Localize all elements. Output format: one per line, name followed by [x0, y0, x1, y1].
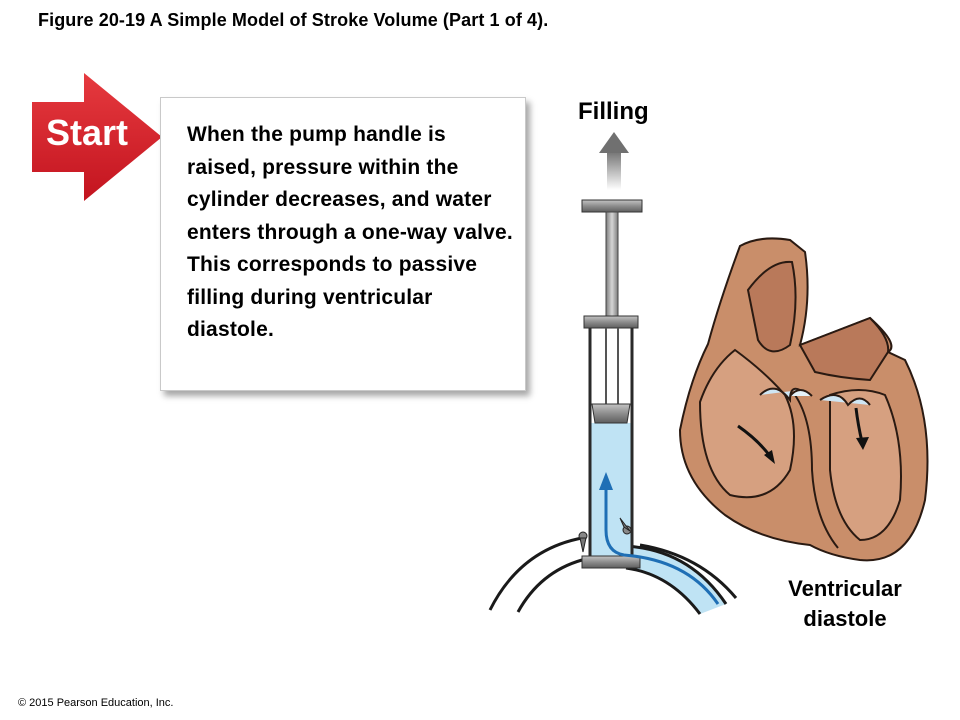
cylinder-cap — [583, 315, 639, 329]
pump-handle — [581, 199, 643, 317]
water-flow-arrow-icon — [599, 472, 720, 605]
filling-label: Filling — [578, 98, 649, 125]
description-text: When the pump handle is raised, pressure… — [187, 123, 513, 341]
start-arrow-icon — [32, 73, 162, 201]
filling-arrow-icon — [599, 132, 629, 190]
heart-illustration — [678, 237, 929, 562]
one-way-valve — [578, 517, 632, 553]
figure-title: Figure 20-19 A Simple Model of Stroke Vo… — [38, 10, 549, 30]
plunger — [591, 403, 631, 424]
description-box: When the pump handle is raised, pressure… — [160, 97, 526, 391]
pump-cylinder — [588, 328, 634, 558]
blood-flow-arrow-icon — [737, 407, 869, 464]
start-label: Start — [46, 112, 129, 153]
inlet-pipe — [626, 546, 726, 614]
cylinder-base — [581, 555, 641, 569]
heart-caption: Ventricular diastole — [788, 576, 902, 631]
reservoir-outline — [488, 536, 738, 613]
copyright: © 2015 Pearson Education, Inc. — [18, 697, 174, 709]
